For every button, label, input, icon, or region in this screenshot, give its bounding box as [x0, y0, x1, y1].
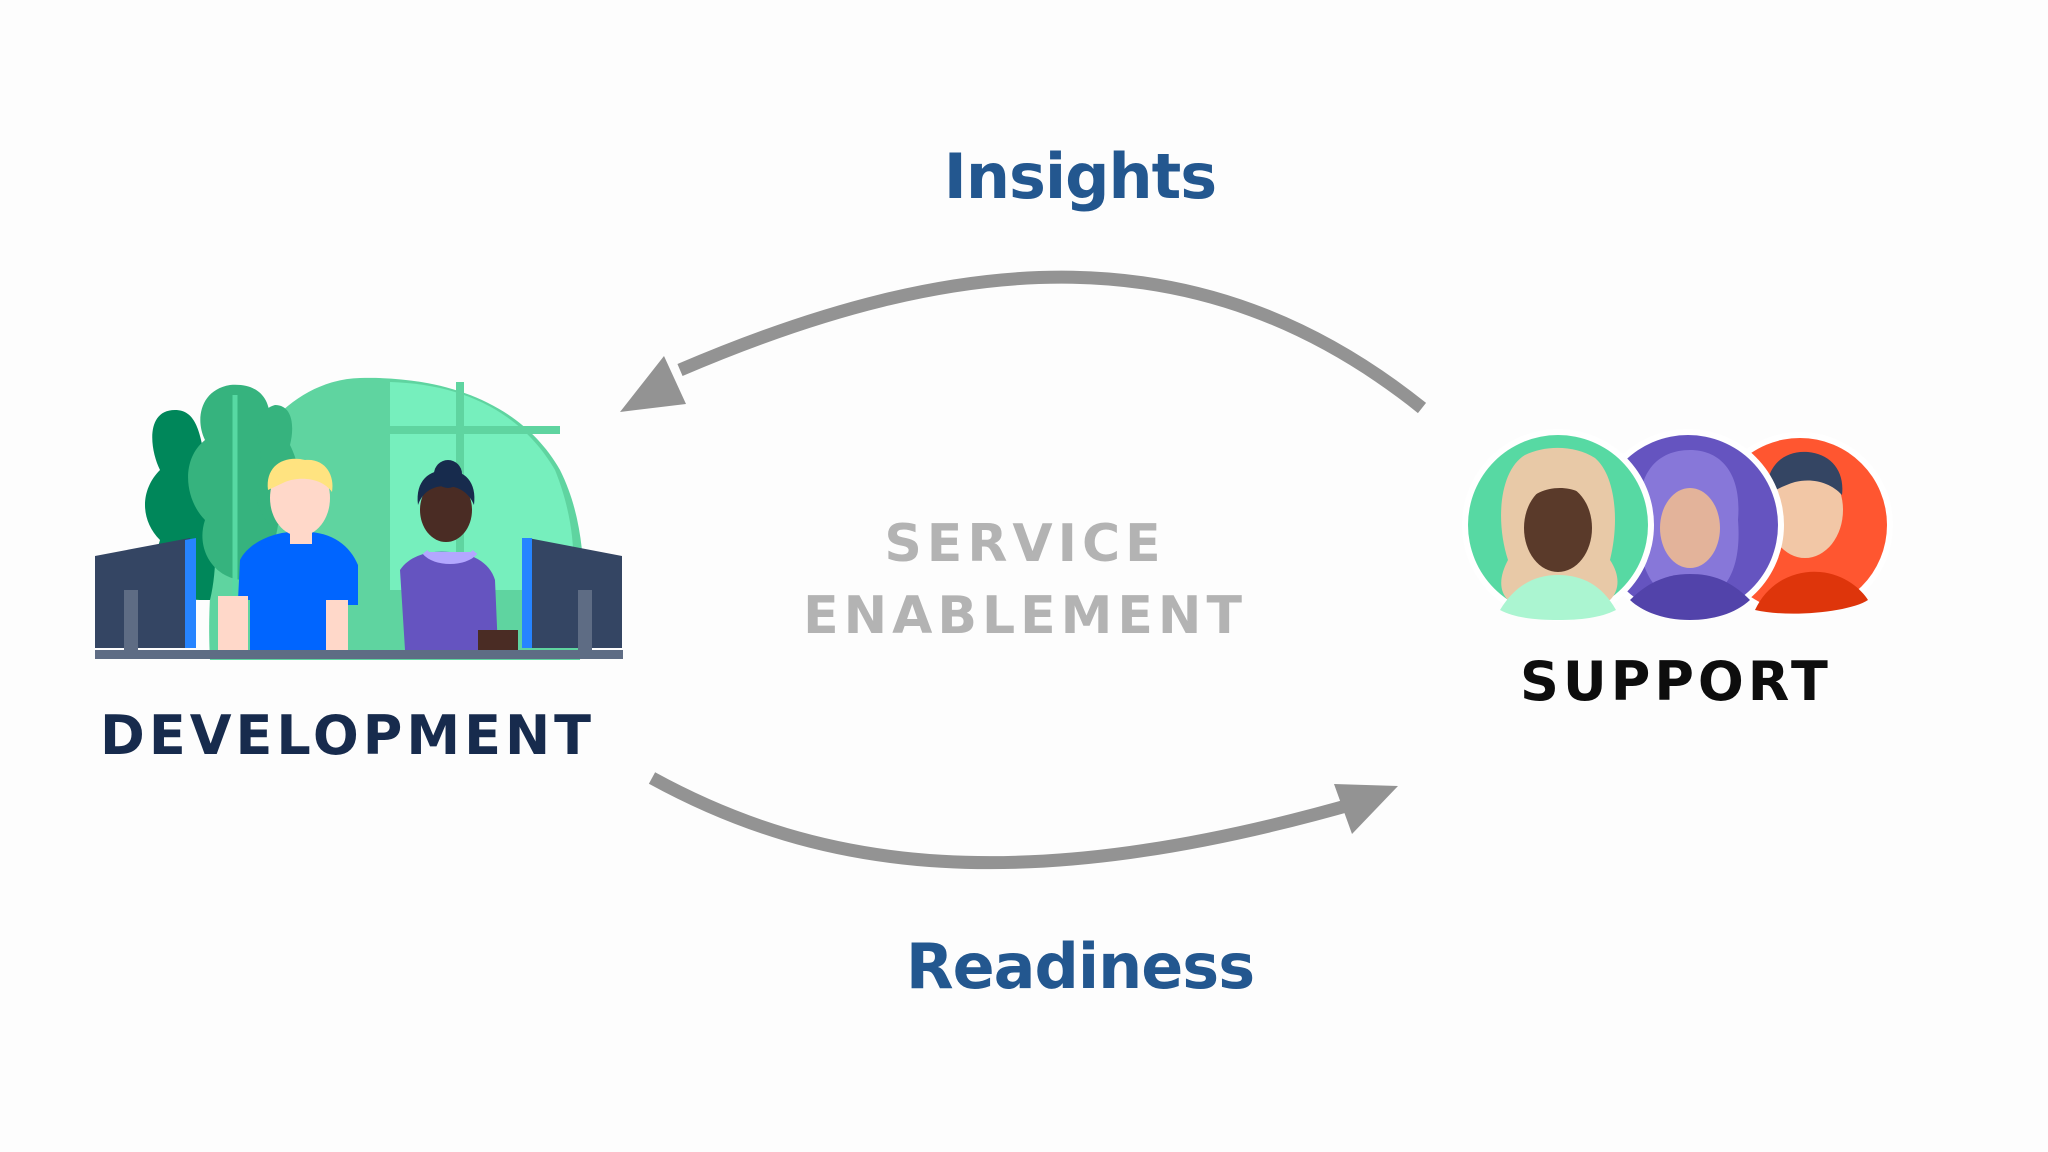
support-label: SUPPORT	[1520, 650, 1832, 713]
insights-arrow-head	[620, 356, 686, 412]
woman-head	[420, 478, 472, 542]
center-label-line2: ENABLEMENT	[803, 586, 1247, 646]
monitor-left	[95, 538, 190, 648]
readiness-arrow-shaft	[648, 772, 1362, 870]
development-label: DEVELOPMENT	[100, 704, 596, 767]
readiness-arrow-head	[1334, 784, 1398, 834]
woman-body	[400, 551, 498, 650]
insights-arrow-shaft	[677, 270, 1427, 414]
insights-label: Insights	[943, 140, 1217, 213]
readiness-label: Readiness	[905, 930, 1255, 1003]
desk	[95, 650, 623, 659]
center-label-line1: SERVICE	[884, 514, 1166, 574]
monitor-right	[528, 538, 622, 648]
